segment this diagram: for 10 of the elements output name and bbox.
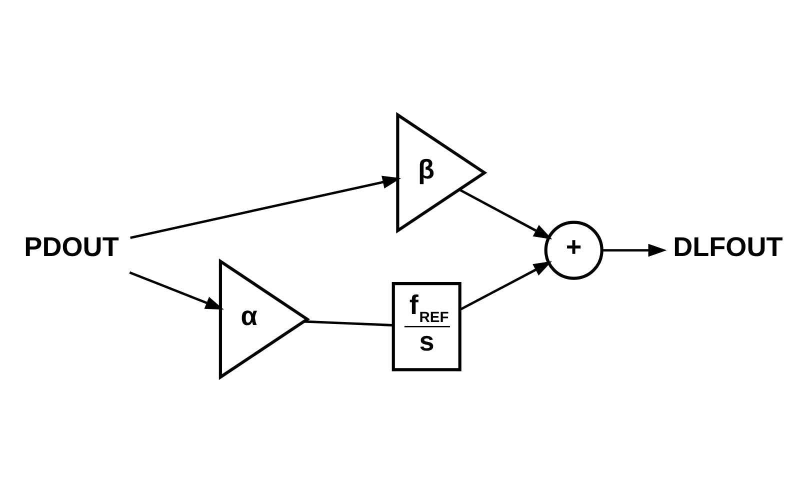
arrow	[458, 188, 552, 239]
node-box: f$_{REF}$ s	[392, 282, 462, 371]
node-circle: +	[544, 220, 604, 280]
arrow	[130, 175, 401, 238]
arrow	[602, 243, 667, 256]
arrow	[129, 270, 224, 310]
node-text: PDOUT	[24, 230, 119, 262]
node-text: DLFOUT	[673, 230, 783, 262]
arrow	[459, 260, 552, 310]
connector	[304, 320, 394, 326]
